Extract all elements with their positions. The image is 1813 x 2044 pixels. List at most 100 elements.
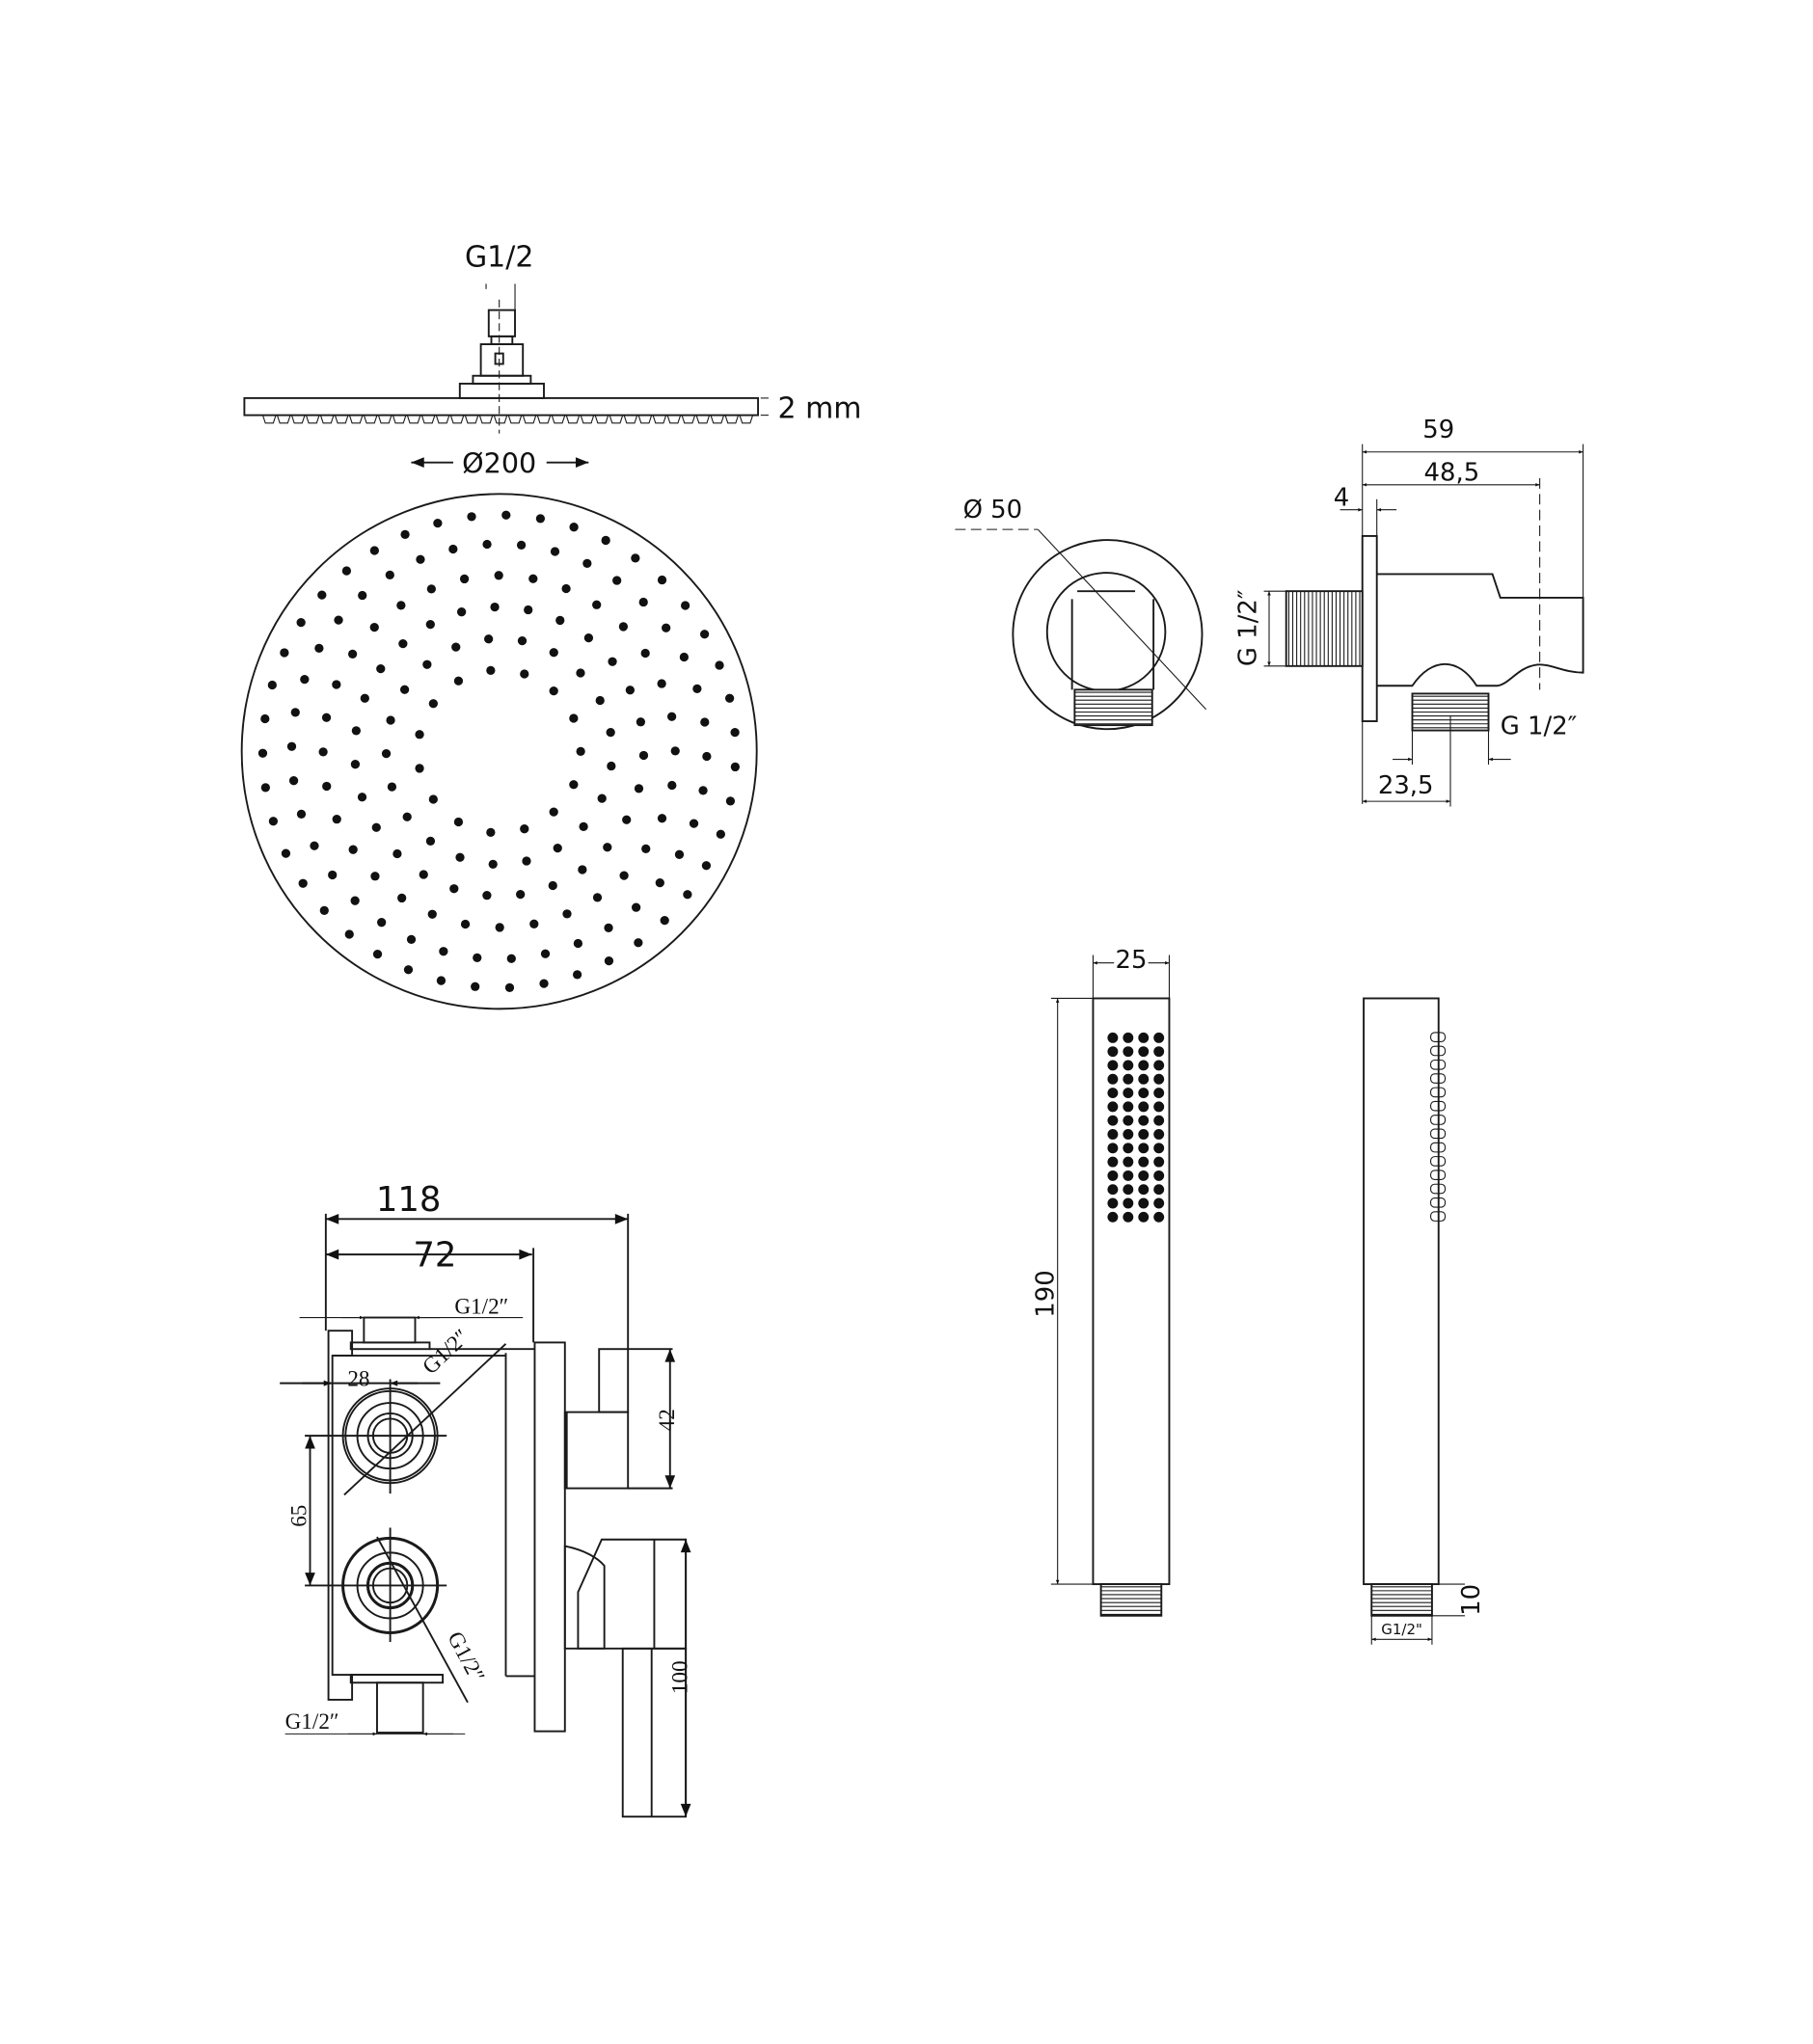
nozzle bbox=[507, 415, 523, 424]
nozzle-dot bbox=[501, 510, 511, 520]
shower-head-connection-label: G1/2 bbox=[465, 241, 533, 275]
nozzle-dot bbox=[300, 674, 310, 685]
shower-head-diameter-label: Ø200 bbox=[462, 447, 536, 480]
nozzle-dot bbox=[457, 607, 467, 617]
nozzle-dot bbox=[592, 893, 603, 902]
nozzle-dot bbox=[377, 918, 387, 928]
nozzle bbox=[710, 415, 725, 424]
mixer-top-thread-label: G1/2″ bbox=[454, 1294, 508, 1319]
nozzle-dot bbox=[535, 514, 546, 524]
spray-nozzle bbox=[1123, 1184, 1134, 1196]
wall-elbow-outlet-thread-label: G 1/2″ bbox=[1501, 713, 1578, 741]
nozzle-dot bbox=[398, 638, 408, 649]
nozzle-dot bbox=[604, 955, 614, 966]
nozzle-dot bbox=[539, 979, 549, 988]
nozzle-dot bbox=[569, 713, 579, 723]
nozzle-dot bbox=[296, 617, 306, 628]
nozzle-dot bbox=[638, 750, 649, 761]
spray-nozzle-side bbox=[1430, 1045, 1447, 1057]
nozzle bbox=[464, 415, 479, 424]
nozzle-dot bbox=[403, 965, 414, 975]
nozzle-dot bbox=[604, 923, 613, 932]
nozzle-dot bbox=[572, 970, 582, 980]
nozzle bbox=[449, 415, 465, 424]
nozzle-dot bbox=[422, 659, 432, 669]
hand-shower-thread-label: G1/2" bbox=[1381, 1621, 1422, 1638]
nozzle-dot bbox=[517, 636, 528, 646]
nozzle-dot bbox=[520, 669, 529, 679]
nozzle-dot bbox=[381, 749, 392, 759]
nozzle-dot bbox=[371, 822, 381, 832]
spray-nozzle-side bbox=[1430, 1170, 1447, 1181]
nozzle-dot bbox=[670, 746, 680, 756]
nozzle-dot bbox=[576, 746, 585, 756]
nozzle-dot bbox=[730, 727, 740, 738]
nozzle-dot bbox=[520, 824, 529, 834]
nozzle-dot bbox=[268, 817, 279, 826]
nozzle bbox=[536, 415, 552, 424]
spray-nozzle bbox=[1123, 1046, 1134, 1058]
nozzle-dot bbox=[592, 600, 602, 609]
nozzle bbox=[637, 415, 653, 424]
spray-nozzle bbox=[1138, 1060, 1150, 1071]
nozzle-dot bbox=[655, 877, 664, 888]
spray-nozzle-side bbox=[1430, 1059, 1447, 1070]
spray-nozzle-side bbox=[1430, 1087, 1447, 1098]
nozzle-dot bbox=[608, 657, 617, 666]
nozzle-dot bbox=[400, 529, 410, 540]
nozzle-dot bbox=[553, 844, 562, 853]
nozzle-dot bbox=[606, 728, 615, 738]
nozzle-dot bbox=[516, 540, 527, 550]
spray-nozzle-side bbox=[1430, 1128, 1447, 1140]
nozzle-dot bbox=[601, 535, 610, 546]
nozzle-dot bbox=[314, 643, 324, 654]
nozzle-dot bbox=[619, 871, 629, 880]
spray-nozzle bbox=[1138, 1156, 1150, 1168]
nozzle bbox=[478, 415, 494, 424]
nozzle bbox=[739, 415, 754, 424]
nozzle-dot bbox=[332, 680, 341, 689]
nozzle-dot bbox=[350, 896, 360, 905]
nozzle-dot bbox=[376, 663, 386, 674]
spray-nozzle bbox=[1153, 1143, 1165, 1154]
nozzle bbox=[319, 415, 335, 424]
nozzle-dot bbox=[569, 523, 579, 532]
nozzle-dot bbox=[657, 575, 667, 585]
spray-nozzle bbox=[1107, 1073, 1119, 1085]
nozzle-dot bbox=[625, 686, 636, 695]
spray-nozzle bbox=[1107, 1115, 1119, 1126]
nozzle bbox=[594, 415, 609, 424]
spray-nozzle bbox=[1107, 1060, 1119, 1071]
nozzle-dot bbox=[701, 861, 712, 871]
hand-shower-length-label: 190 bbox=[1032, 1270, 1061, 1317]
nozzle bbox=[681, 415, 696, 424]
nozzle-dot bbox=[425, 836, 436, 847]
wall-elbow-total-length-label: 59 bbox=[1422, 416, 1454, 444]
nozzle-dot bbox=[318, 747, 328, 757]
spray-nozzle bbox=[1138, 1184, 1150, 1196]
nozzle-dot bbox=[562, 909, 572, 919]
nozzle bbox=[348, 415, 364, 424]
nozzle bbox=[666, 415, 682, 424]
hand-shower-thread-length-label: 10 bbox=[1457, 1584, 1486, 1616]
nozzle-dot bbox=[730, 762, 741, 772]
nozzle-dot bbox=[360, 693, 369, 703]
nozzle-dot bbox=[396, 601, 406, 610]
nozzle-dot bbox=[576, 668, 585, 678]
nozzle-dot bbox=[634, 784, 644, 793]
nozzle-dot bbox=[358, 590, 367, 601]
spray-nozzle bbox=[1107, 1170, 1119, 1181]
nozzle-dot bbox=[448, 544, 458, 554]
nozzle-dot bbox=[528, 574, 538, 583]
nozzle-dot bbox=[555, 615, 565, 626]
nozzle-dot bbox=[579, 821, 588, 831]
nozzle-dot bbox=[319, 905, 329, 916]
wall-elbow-front-view: Ø 50 bbox=[955, 496, 1207, 731]
spray-nozzle bbox=[1138, 1170, 1150, 1181]
nozzle-dot bbox=[328, 870, 338, 880]
nozzle-dot bbox=[622, 815, 632, 824]
nozzle-dot bbox=[334, 615, 343, 625]
nozzle-dot bbox=[612, 576, 622, 585]
spray-nozzle bbox=[1153, 1073, 1165, 1085]
nozzle-dot bbox=[569, 780, 579, 790]
